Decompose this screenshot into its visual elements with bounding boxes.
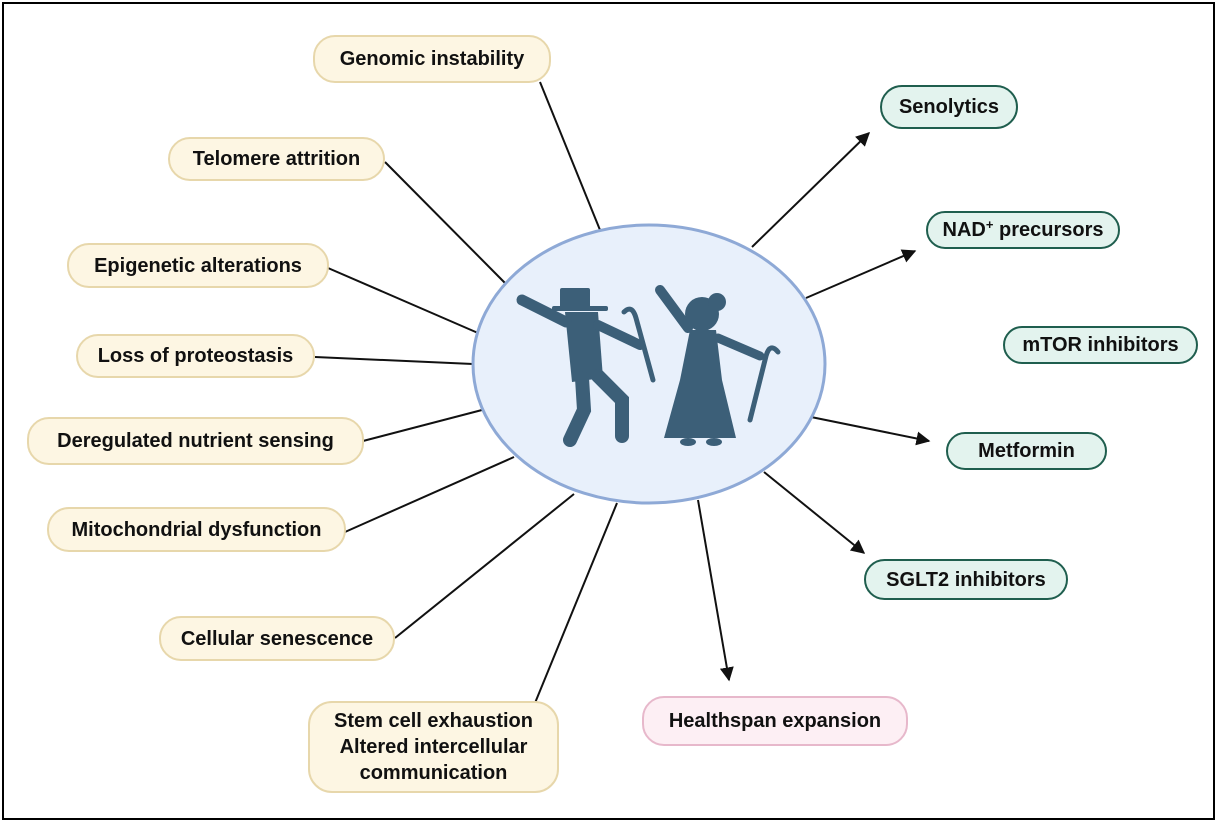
hallmark-label: Mitochondrial dysfunction	[71, 518, 322, 541]
therapy-nad-precursors: NAD+ precursors	[926, 211, 1120, 249]
line-senescence	[394, 493, 575, 639]
therapy-label-rest: precursors	[993, 219, 1104, 241]
therapy-label: Metformin	[978, 440, 1075, 462]
outcome-label: Healthspan expansion	[668, 710, 882, 732]
hallmark-deregulated-nutrient-sensing: Deregulated nutrient sensing	[27, 417, 364, 465]
hallmark-label: Loss of proteostasis	[97, 345, 294, 367]
therapy-sglt2-inhibitors: SGLT2 inhibitors	[864, 559, 1068, 600]
hallmark-label: Epigenetic alterations	[94, 254, 302, 277]
hallmark-label: Cellular senescence	[180, 627, 374, 650]
therapy-metformin: Metformin	[946, 432, 1107, 470]
hallmark-label: Telomere attrition	[192, 148, 361, 170]
therapy-mtor-inhibitors: mTOR inhibitors	[1003, 326, 1198, 364]
outcome-healthspan-expansion: Healthspan expansion	[642, 696, 908, 746]
therapy-label: NAD+ precursors	[943, 217, 1104, 243]
therapy-label-superscript: +	[985, 217, 994, 232]
hallmark-stem-cell-exhaustion: Stem cell exhaustion Altered intercellul…	[308, 701, 559, 793]
arrow-sglt2	[763, 471, 866, 554]
hallmark-label-line: Stem cell exhaustion	[334, 710, 533, 732]
hallmark-loss-of-proteostasis: Loss of proteostasis	[76, 334, 315, 378]
hallmark-label: Deregulated nutrient sensing	[57, 430, 334, 452]
arrow-healthspan	[697, 499, 734, 682]
hallmark-epigenetic-alterations: Epigenetic alterations	[67, 243, 329, 288]
therapy-label-main: NAD	[942, 219, 986, 241]
hallmark-label: Genomic instability	[339, 48, 525, 70]
arrow-senolytics	[751, 132, 871, 248]
elderly-couple-dancing-icon	[516, 285, 781, 447]
line-stemcell	[534, 502, 618, 704]
therapy-label: SGLT2 inhibitors	[886, 568, 1046, 591]
line-telomere	[384, 161, 506, 284]
arrow-nad	[805, 249, 917, 299]
therapy-senolytics: Senolytics	[880, 85, 1018, 129]
hallmark-label-line: Altered intercellular	[339, 736, 528, 758]
line-proteostasis	[314, 356, 474, 365]
line-genomic	[539, 81, 601, 231]
therapy-label: Senolytics	[898, 96, 1000, 118]
arrow-metformin	[810, 416, 931, 446]
hallmark-genomic-instability: Genomic instability	[313, 35, 551, 83]
line-mito	[344, 456, 515, 533]
line-epigenetic	[327, 267, 479, 334]
line-nutrient	[362, 409, 483, 442]
hallmark-cellular-senescence: Cellular senescence	[159, 616, 395, 661]
hallmark-telomere-attrition: Telomere attrition	[168, 137, 385, 181]
hallmark-mitochondrial-dysfunction: Mitochondrial dysfunction	[47, 507, 346, 552]
hallmark-label-line: communication	[359, 762, 508, 784]
therapy-label: mTOR inhibitors	[1022, 334, 1179, 356]
